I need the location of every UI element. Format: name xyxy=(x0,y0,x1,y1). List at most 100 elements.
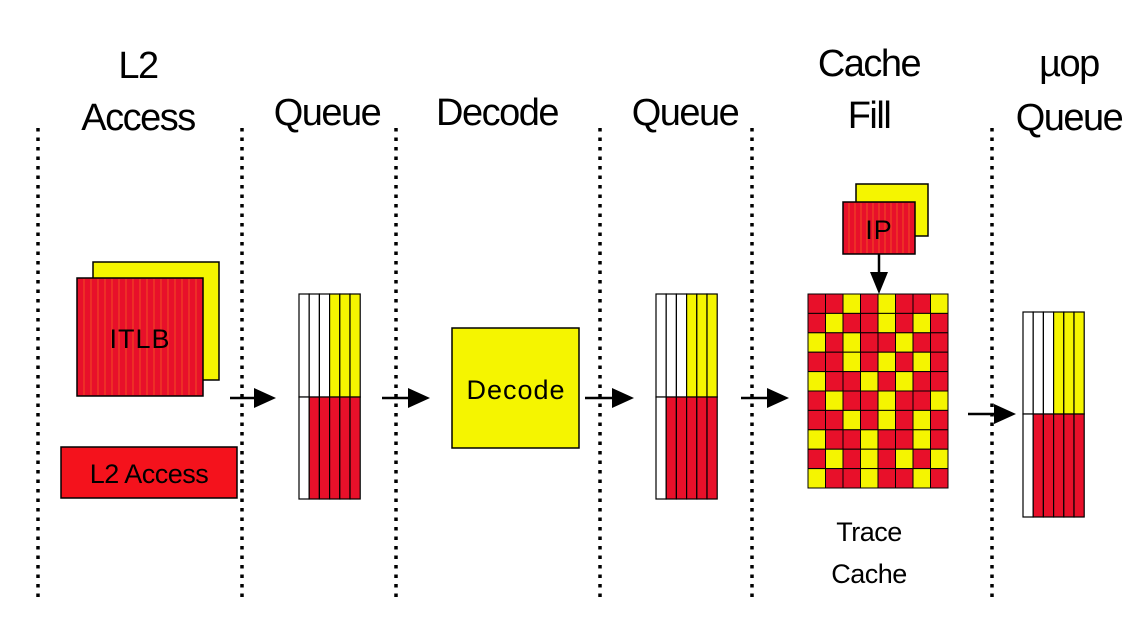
trace-cache-cell xyxy=(930,448,949,470)
trace-cache-cell xyxy=(807,429,826,450)
trace-cache-cell xyxy=(860,351,879,373)
trace-cache-cell xyxy=(930,351,949,373)
queue-slot-top xyxy=(1063,311,1075,415)
arrow-trace-cache-to-uop-queue xyxy=(968,404,1016,424)
trace-cache-cell xyxy=(842,332,861,353)
trace-cache-cell xyxy=(807,371,826,392)
trace-cache-cell xyxy=(877,293,896,314)
stage-title-uop-line2: Queue xyxy=(1016,97,1123,139)
trace-cache-cell xyxy=(842,371,861,392)
queue-slot-top xyxy=(1073,311,1085,415)
trace-cache-cell xyxy=(825,390,844,411)
decode-block: Decode xyxy=(451,327,580,449)
itlb-label: ITLB xyxy=(109,324,170,354)
queue-slot-top xyxy=(706,293,718,398)
flow-arrows xyxy=(230,254,1016,424)
trace-cache-cell xyxy=(930,390,949,411)
trace-cache-cell xyxy=(895,351,914,373)
trace-cache-cell xyxy=(877,351,896,373)
arrow-ip-to-trace-cache xyxy=(870,254,888,294)
trace-cache-cell xyxy=(877,409,896,431)
trace-cache-cell xyxy=(825,429,844,450)
trace-cache-cell xyxy=(807,293,826,314)
trace-cache-cell xyxy=(860,390,879,411)
itlb-stripes xyxy=(83,279,197,395)
trace-cache-cell xyxy=(807,409,826,431)
trace-cache-cell xyxy=(825,448,844,470)
queue-slot-bottom xyxy=(1042,413,1055,518)
trace-cache-cell xyxy=(860,468,879,489)
trace-cache-cell xyxy=(895,293,914,314)
queue-slot-top xyxy=(1042,311,1055,415)
ip-label: IP xyxy=(865,215,893,245)
trace-cache-cell xyxy=(877,312,896,334)
stage-title-l2-line2: Access xyxy=(81,97,195,139)
trace-cache-cell xyxy=(807,351,826,373)
queue-slot-top xyxy=(308,293,321,398)
stage-title-l2-line1: L2 xyxy=(118,45,158,87)
queue-slot-top xyxy=(655,293,667,398)
trace-cache-cell xyxy=(860,448,879,470)
trace-cache-cell xyxy=(895,332,914,353)
trace-cache-cell xyxy=(877,390,896,411)
arrow-queue-to-trace-cache xyxy=(741,388,789,408)
queue-1-structure xyxy=(298,293,361,500)
queue-slot-bottom xyxy=(696,396,708,500)
trace-cache-cell xyxy=(842,429,861,450)
trace-cache-cell xyxy=(842,409,861,431)
l2-access-label: L2 Access xyxy=(90,459,209,489)
trace-cache-cell xyxy=(842,390,861,411)
itlb-block: ITLB xyxy=(76,261,220,397)
trace-cache-cell xyxy=(825,293,844,314)
trace-cache-cell xyxy=(912,409,931,431)
queue-slot-bottom xyxy=(349,396,361,500)
trace-cache-cell xyxy=(825,332,844,353)
queue-slot-bottom xyxy=(1052,413,1065,518)
queue-slot-bottom xyxy=(655,396,667,500)
queue-slot-top xyxy=(298,293,310,398)
queue-slot-bottom xyxy=(339,396,351,500)
trace-cache-cell xyxy=(807,448,826,470)
trace-cache-grid xyxy=(807,293,949,489)
trace-cache-cell xyxy=(842,312,861,334)
queue-slot-bottom xyxy=(318,396,331,500)
trace-cache-cell xyxy=(825,371,844,392)
trace-cache-cell xyxy=(912,429,931,450)
queue-slot-bottom xyxy=(1063,413,1075,518)
decode-box xyxy=(451,327,580,449)
trace-cache-cell xyxy=(807,332,826,353)
queue-slot-bottom xyxy=(685,396,698,500)
trace-cache-cell xyxy=(877,448,896,470)
queue-slot-bottom xyxy=(298,396,310,500)
trace-cache-cell xyxy=(912,293,931,314)
queue-slot-bottom xyxy=(1032,413,1044,518)
trace-cache-cell xyxy=(912,448,931,470)
trace-cache-cell xyxy=(860,429,879,450)
trace-cache-cell xyxy=(930,332,949,353)
trace-cache-cell xyxy=(860,371,879,392)
ip-block: IP xyxy=(842,183,929,255)
trace-cache-cell xyxy=(912,312,931,334)
ip-stripes xyxy=(848,203,910,253)
trace-cache-cell xyxy=(825,468,844,489)
trace-cache-cell xyxy=(912,332,931,353)
stage-title-queue-1: Queue xyxy=(274,92,381,134)
queue-slot-bottom xyxy=(706,396,718,500)
trace-cache-cell xyxy=(895,468,914,489)
queue-slot-top xyxy=(329,293,341,398)
trace-cache-cell xyxy=(807,312,826,334)
queue-slot-top xyxy=(685,293,698,398)
uop-queue-structure xyxy=(1022,311,1085,518)
trace-cache-label: Trace Cache xyxy=(831,517,907,589)
trace-cache-cell xyxy=(930,429,949,450)
trace-cache-cell xyxy=(930,293,949,314)
trace-cache-cell xyxy=(860,332,879,353)
trace-cache-cell xyxy=(895,409,914,431)
trace-cache-cell xyxy=(895,312,914,334)
trace-cache-label-line1: Trace xyxy=(836,517,902,547)
stage-title-cache-fill-line1: Cache xyxy=(818,43,921,85)
trace-cache-cell xyxy=(930,312,949,334)
trace-cache-cell xyxy=(930,409,949,431)
arrow-queue-to-decode xyxy=(382,388,430,408)
